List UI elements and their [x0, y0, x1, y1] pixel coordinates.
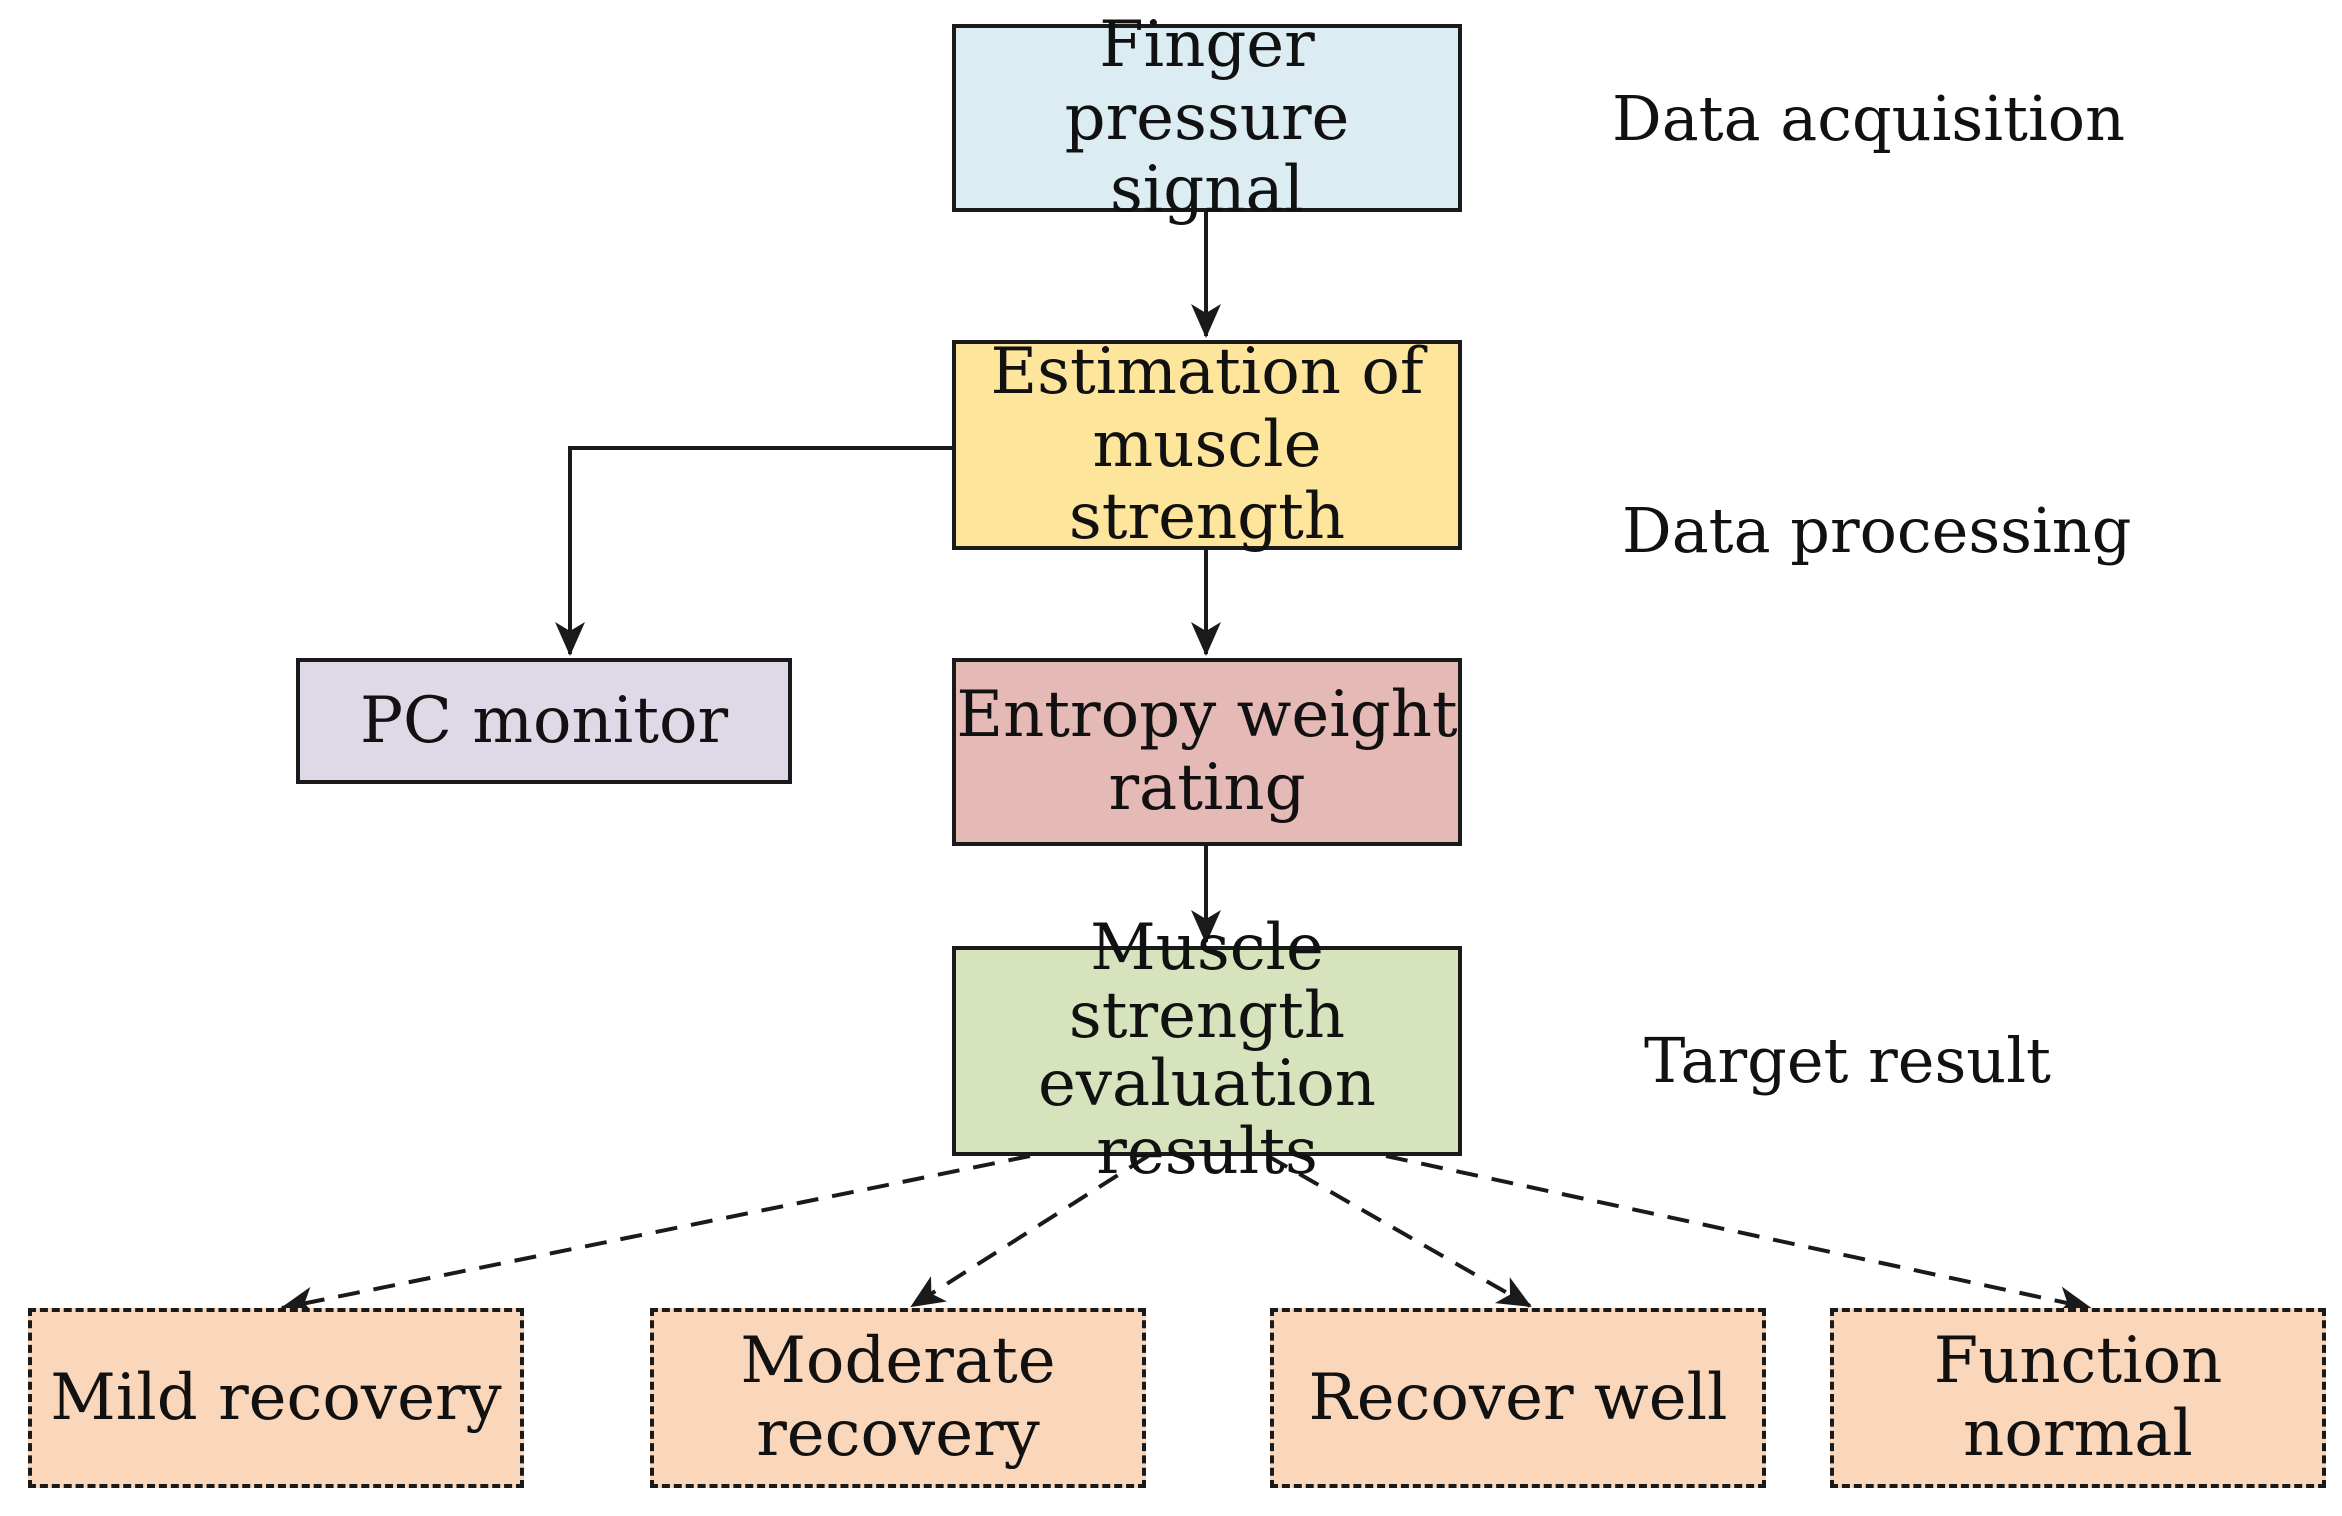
stage-label-target-result: Target result: [1644, 1024, 2051, 1097]
node-recover-well: Recover well: [1270, 1308, 1766, 1488]
edge-result-to-normal: [1385, 1154, 2092, 1316]
edge-result-to-moderate: [910, 1154, 1150, 1308]
stage-label-data-processing: Data processing: [1622, 494, 2132, 567]
stage-label-data-acquisition: Data acquisition: [1612, 82, 2126, 155]
node-entropy-weight-rating: Entropy weight rating: [952, 658, 1462, 846]
edge-result-to-mild: [280, 1154, 1031, 1317]
node-moderate-recovery: Moderate recovery: [650, 1308, 1146, 1488]
edge-estimate-to-pc: [555, 446, 952, 656]
node-muscle-strength-evaluation-results: Muscle strength evaluation results: [952, 914, 1462, 1186]
node-finger-pressure-signal: Finger pressure signal: [952, 8, 1462, 227]
node-estimation-of-muscle-strength: Estimation of muscle strength: [952, 335, 1462, 554]
edge-result-to-well: [1267, 1154, 1532, 1308]
node-pc-monitor: PC monitor: [296, 658, 792, 784]
node-function-normal: Function normal: [1830, 1308, 2326, 1488]
node-mild-recovery: Mild recovery: [28, 1308, 524, 1488]
